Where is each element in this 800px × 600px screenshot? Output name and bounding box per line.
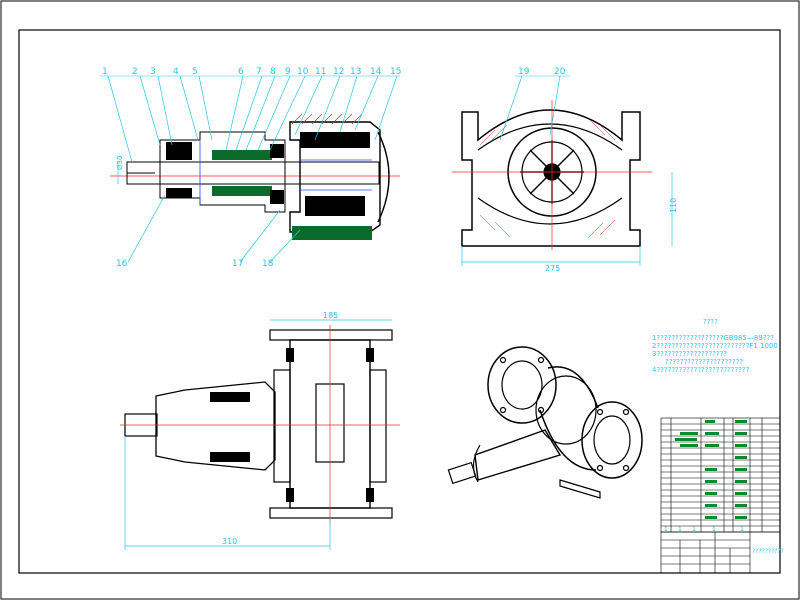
bottom-flange: [269, 507, 393, 519]
rotor-gear-top: [300, 132, 370, 148]
side-height-dim: 110: [669, 198, 678, 213]
part-label: 18: [262, 259, 274, 269]
side-view: [452, 100, 673, 266]
bearing-housing-top: [155, 381, 276, 471]
top-flange: [269, 329, 393, 341]
body-hatch: [479, 119, 616, 239]
part-label: 10: [297, 67, 309, 77]
part-label: 13: [350, 67, 361, 77]
part-label: 6: [238, 67, 244, 77]
notes-title: ????: [703, 318, 718, 326]
bearing-left-bottom: [166, 188, 192, 198]
part-label: 4: [173, 67, 179, 77]
iso-bearing-housing: [474, 429, 562, 481]
shaft-dia-dim: Ø30: [116, 156, 124, 170]
pump-body-side: [461, 109, 641, 247]
drawing-name: ??????????: [752, 548, 784, 555]
title-block: [660, 531, 781, 574]
part-label: 12: [333, 67, 344, 77]
part-label: 1: [102, 67, 108, 77]
iso-pump-body: [535, 375, 597, 445]
sheet-inner-border: [18, 29, 781, 574]
part-label-leaders: [107, 75, 398, 263]
part-label: 5: [192, 67, 198, 77]
note-line: 4?????????????????????????: [652, 366, 750, 374]
part-label: 11: [315, 67, 326, 77]
bom-table: [660, 417, 781, 533]
section-view: Ø30: [110, 113, 400, 240]
bearing-left-top: [166, 142, 192, 160]
top-view: [120, 319, 400, 550]
part-labels: 1 2 3 4 5 6 7 8 9 10 11 12 13 14 15 16 1…: [102, 67, 566, 269]
part-label: 17: [232, 259, 243, 269]
iso-outlet-flange: [581, 401, 643, 479]
rotor-gear-bottom: [305, 196, 365, 216]
part-label: 19: [518, 67, 530, 77]
scale-mark: 1: [678, 526, 682, 533]
seal-packing-top: [212, 150, 272, 160]
scale-mark: 1: [692, 526, 696, 533]
bom-fill-marks: [675, 420, 747, 519]
isometric-view: [447, 346, 643, 499]
overall-length-dim: 310: [222, 537, 237, 546]
part-label: 8: [270, 67, 276, 77]
scale-mark: 1: [712, 526, 716, 533]
scale-mark: 1: [740, 526, 744, 533]
top-width-dim: 185: [323, 311, 338, 320]
note-line: 1??????????????????GB985—89???: [652, 334, 774, 342]
side-width-dim: 275: [545, 264, 560, 273]
part-label: 7: [256, 67, 262, 77]
end-cap: [377, 131, 390, 223]
part-label: 16: [116, 259, 128, 269]
part-label: 9: [285, 67, 291, 77]
note-line: 3???????????????????: [652, 350, 728, 358]
part-label: 20: [554, 67, 566, 77]
title-block-scale-marks: 1 1 1 1 1: [664, 526, 744, 533]
part-label: 15: [390, 67, 401, 77]
iso-inlet-flange: [487, 346, 557, 424]
note-line: ?????????????????????: [665, 358, 744, 366]
scale-mark: 1: [664, 526, 668, 533]
part-label: 14: [370, 67, 382, 77]
part-label: 3: [150, 67, 156, 77]
pump-shaft: [126, 161, 380, 185]
pump-casing: [289, 121, 381, 233]
iso-foot: [559, 479, 601, 499]
seal-packing-bottom: [212, 186, 272, 196]
note-line: 2?????????????????????????F1 1000: [652, 342, 778, 350]
casing-foot: [292, 226, 372, 240]
casing-hatch: [291, 113, 363, 125]
part-label: 2: [132, 67, 138, 77]
iso-shaft-end: [447, 461, 477, 485]
